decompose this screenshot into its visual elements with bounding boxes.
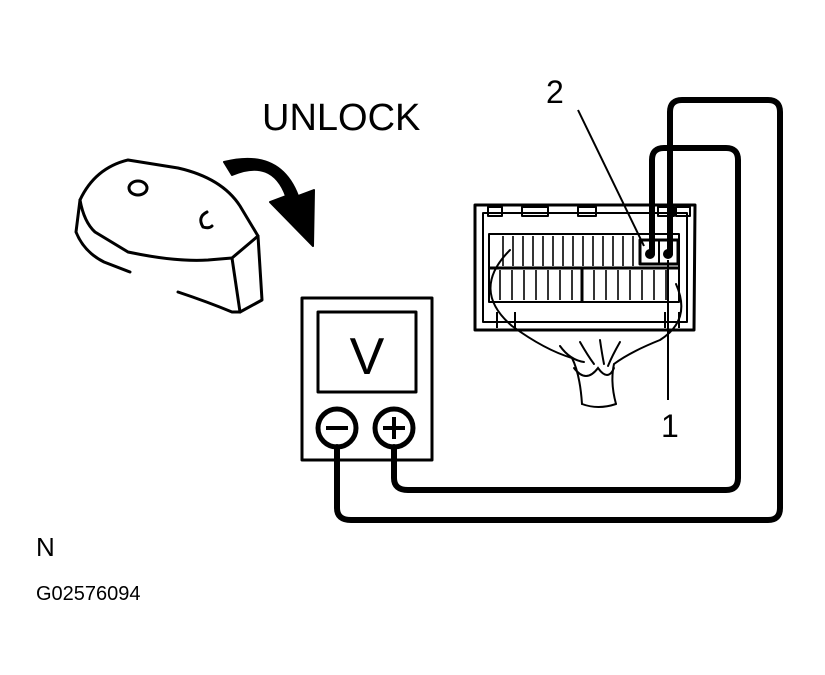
callout-2-label: 2	[546, 74, 564, 110]
plus-sign-icon	[372, 406, 416, 450]
figure-id: G02576094	[36, 583, 141, 605]
view-code: N	[36, 532, 55, 562]
callout-1-label: 1	[661, 408, 679, 444]
connector	[473, 203, 697, 332]
wire-harness	[489, 249, 683, 408]
callout-2-leader	[577, 109, 645, 247]
positive-lead	[391, 145, 741, 493]
minus-sign-icon	[315, 406, 359, 450]
voltmeter	[300, 296, 434, 462]
key-transmitter	[74, 158, 264, 314]
negative-lead	[334, 97, 783, 523]
voltmeter-symbol: V	[350, 328, 385, 386]
unlock-label: UNLOCK	[262, 97, 420, 139]
curved-arrow-icon	[223, 157, 315, 247]
